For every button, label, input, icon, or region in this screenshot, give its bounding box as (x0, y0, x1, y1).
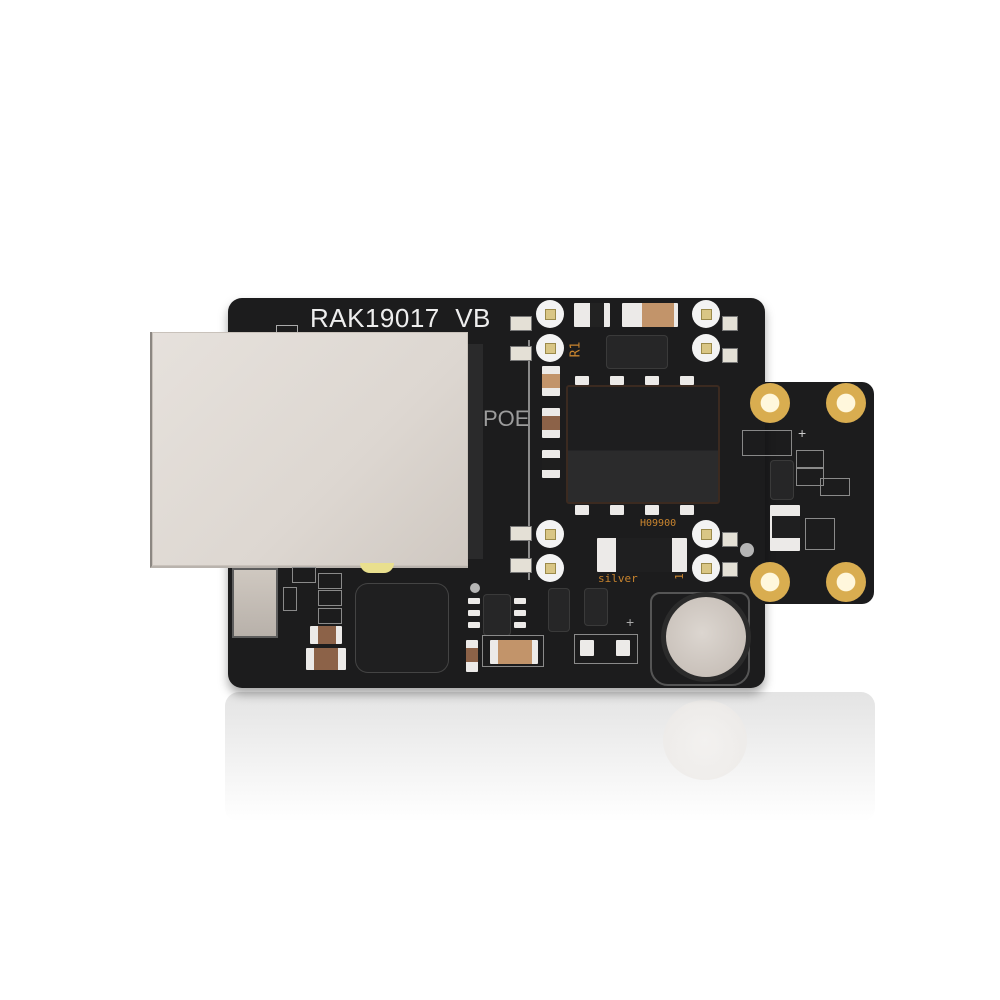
capacitor-body (314, 648, 338, 670)
smd-outline (283, 587, 297, 611)
coin-cell-battery (666, 597, 746, 677)
pad (610, 505, 624, 515)
sot-diode (548, 588, 570, 632)
inductor-body (772, 516, 800, 538)
led-pad (722, 316, 738, 331)
smd-outline (820, 478, 850, 496)
pin (514, 610, 526, 616)
mounting-hole (750, 383, 790, 423)
pad (645, 505, 659, 515)
smd-diode (616, 538, 672, 572)
test-via (692, 300, 720, 328)
tab-plus-marker: + (798, 425, 807, 441)
resistor-body (590, 303, 604, 327)
test-via (536, 334, 564, 362)
pin (514, 598, 526, 604)
smd-outline (292, 567, 316, 583)
test-via (692, 334, 720, 362)
sot-chip (606, 335, 668, 369)
pad (680, 505, 694, 515)
smd-outline (796, 450, 824, 468)
pad (580, 640, 594, 656)
fiducial-dot (740, 543, 754, 557)
rj45-ethernet-jack[interactable] (150, 332, 468, 568)
led-pad (722, 348, 738, 363)
smd-outline (318, 590, 342, 606)
tab-ic (770, 460, 794, 500)
test-via (692, 520, 720, 548)
coin-cell-reflection (663, 700, 747, 780)
pad (610, 376, 624, 385)
pin (468, 598, 480, 604)
capacitor-body (542, 416, 560, 430)
smd-diode-outline (742, 430, 792, 456)
rj45-led-tab (360, 563, 394, 573)
smd-outline (318, 573, 342, 589)
smd-outline (805, 518, 835, 550)
power-inductor (356, 584, 448, 672)
silkscreen-divider (528, 340, 530, 580)
smd-outline (318, 608, 342, 624)
test-via (536, 300, 564, 328)
coin-cell-holder (650, 592, 750, 686)
pin1-label: 1 (672, 573, 686, 580)
led-pad (722, 532, 738, 547)
jst-connector[interactable] (232, 568, 278, 638)
led-pad (510, 346, 532, 361)
pin (468, 622, 480, 628)
battery-plus-marker: + (626, 614, 635, 630)
test-via (692, 554, 720, 582)
capacitor-body (542, 374, 560, 388)
capacitor-body (466, 648, 478, 662)
smd-outline (482, 635, 544, 667)
test-via (536, 554, 564, 582)
pin (514, 622, 526, 628)
sot23-transistor (584, 588, 608, 626)
mounting-hole (750, 562, 790, 602)
led-pad (510, 526, 532, 541)
poe-label: POE (483, 406, 530, 431)
r1-label: R1 (568, 341, 584, 358)
smd-outline (796, 468, 824, 486)
pin (468, 610, 480, 616)
fiducial-dot (470, 583, 480, 593)
led-pad (510, 558, 532, 573)
mounting-hole (826, 383, 866, 423)
pad (575, 505, 589, 515)
capacitor-body (642, 303, 674, 327)
smd-outline (574, 634, 638, 664)
silver-label: silver (598, 572, 638, 585)
test-via (536, 520, 564, 548)
board-reflection (225, 692, 875, 822)
led-pad (510, 316, 532, 331)
pad (575, 376, 589, 385)
poe-transformer (566, 385, 720, 504)
led-pad (722, 562, 738, 577)
diode-body (542, 458, 560, 470)
pad (645, 376, 659, 385)
capacitor-body (498, 640, 532, 664)
capacitor-body (318, 626, 336, 644)
pad (680, 376, 694, 385)
soic-chip (483, 594, 511, 636)
board-title-silkscreen: RAK19017 VB (310, 303, 491, 333)
mounting-hole (826, 562, 866, 602)
pad (616, 640, 630, 656)
transformer-code: H09900 (640, 518, 677, 529)
